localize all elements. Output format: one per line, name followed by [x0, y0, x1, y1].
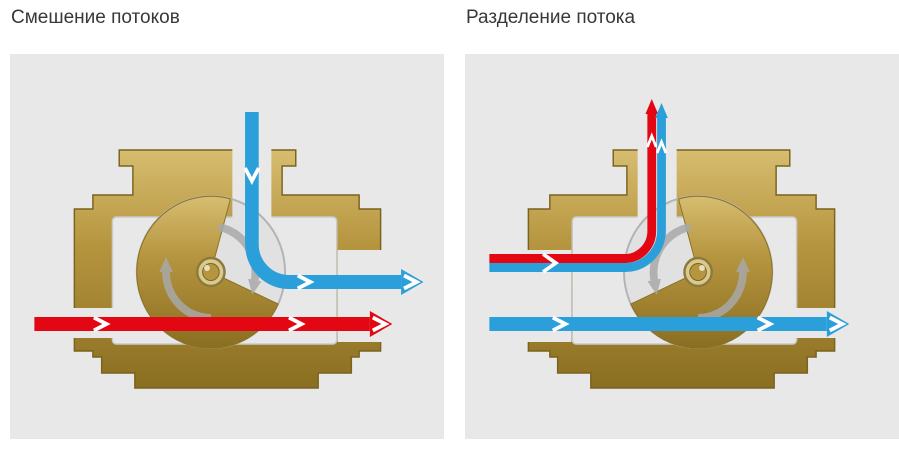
cold-flow-top-to-right [243, 112, 424, 295]
cold-flow-band [245, 112, 402, 289]
flow-chevron-icon [646, 132, 658, 148]
mixing-diagram-panel [10, 54, 444, 439]
flow-chevron-icon [371, 315, 390, 333]
flow-chevron-icon [403, 273, 421, 291]
mixing-valve-drawing [34, 112, 424, 439]
flow-chevron-icon [93, 315, 111, 333]
flow-chevron-icon [655, 138, 668, 154]
flow-chevron-icon [243, 167, 261, 186]
panel-title-dividing: Разделение потока [466, 7, 636, 28]
cold-flow-left-to-right [489, 311, 850, 337]
hot-flow-left-to-top [489, 99, 659, 263]
flow-chevron-icon [551, 315, 570, 333]
cold-flow-left-to-top [489, 103, 668, 272]
dividing-valve-drawing [489, 99, 850, 439]
hot-flow-band [489, 112, 657, 263]
hot-flow-left-to-right [34, 311, 393, 337]
flow-chevron-icon [296, 273, 315, 291]
flow-chevron-icon [541, 252, 559, 274]
flow-chevron-icon [288, 315, 306, 333]
panel-title-mixing: Смешение потоков [11, 7, 180, 28]
mixing-section: Смешение потоков [10, 0, 444, 466]
flow-chevron-icon [756, 315, 775, 333]
cold-flow-band [489, 116, 666, 272]
valve-body [72, 148, 381, 388]
dividing-section: Разделение потока [465, 0, 899, 466]
flow-chevron-icon [828, 315, 847, 333]
dividing-diagram-panel [465, 54, 899, 439]
hot-flow-arrowhead-icon [645, 99, 659, 114]
cold-flow-arrowhead-icon [655, 103, 668, 118]
